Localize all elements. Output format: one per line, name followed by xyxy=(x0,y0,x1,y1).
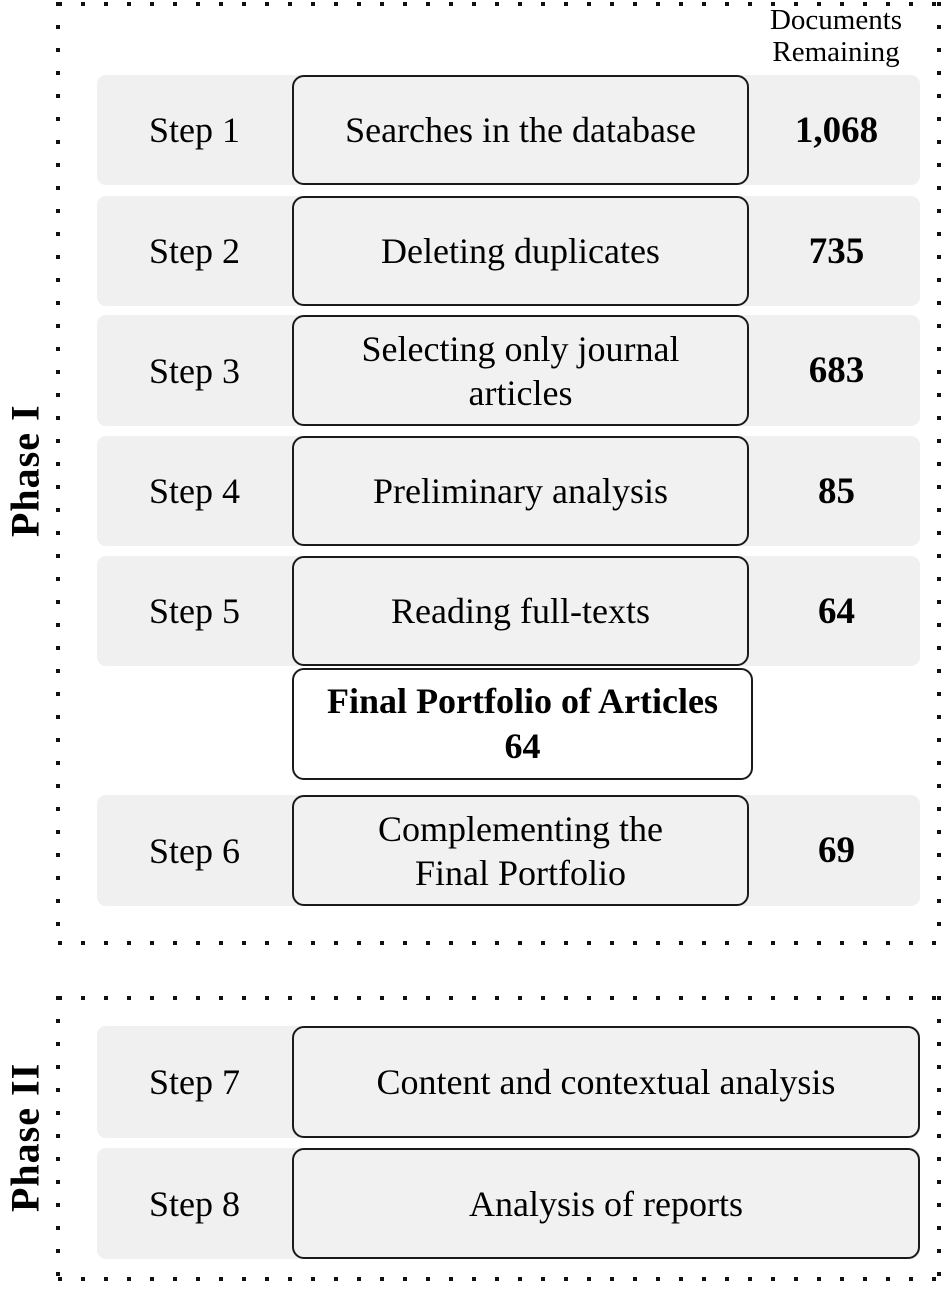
step6-row: Step 6 Complementing the Final Portfolio… xyxy=(97,795,920,906)
step1-box: Searches in the database xyxy=(292,75,749,185)
step6-label: Step 6 xyxy=(148,830,240,871)
step2-documents-remaining: 735 xyxy=(808,230,865,272)
final-portfolio-box: Final Portfolio of Articles 64 xyxy=(292,668,753,780)
step6-documents-remaining: 69 xyxy=(818,830,855,871)
step1-box-text: Searches in the database xyxy=(345,110,696,150)
step5-label: Step 5 xyxy=(148,591,240,631)
phase2-border-right xyxy=(937,996,941,1281)
phase2-border-bottom xyxy=(58,1277,941,1281)
step1-row: Step 1 Searches in the database 1,068 xyxy=(97,75,920,185)
phase1-border-bottom xyxy=(58,941,941,945)
step4-label: Step 4 xyxy=(148,471,240,511)
phase2-label: Phase II xyxy=(2,1062,48,1213)
step6-box-text-line1: Complementing the xyxy=(378,808,663,849)
documents-remaining-header: Documents Remaining xyxy=(750,4,922,68)
step8-label: Step 8 xyxy=(148,1183,240,1224)
step4-documents-remaining: 85 xyxy=(818,470,855,512)
step7-box-text: Content and contextual analysis xyxy=(376,1062,836,1102)
phase1-border-top xyxy=(58,2,941,6)
step3-documents-remaining: 683 xyxy=(808,350,865,391)
step2-row: Step 2 Deleting duplicates 735 xyxy=(97,196,920,306)
final-portfolio-count: 64 xyxy=(504,726,541,766)
step1-documents-remaining: 1,068 xyxy=(794,109,879,151)
step6-box: Complementing the Final Portfolio xyxy=(292,795,749,906)
step2-label: Step 2 xyxy=(148,231,240,271)
step1-label: Step 1 xyxy=(148,110,240,150)
phase2-border-left xyxy=(56,996,60,1281)
step5-box: Reading full-texts xyxy=(292,556,749,666)
documents-remaining-line2: Remaining xyxy=(772,36,900,68)
phase2-border-top xyxy=(58,996,941,1000)
step5-documents-remaining: 64 xyxy=(818,590,855,632)
step4-row: Step 4 Preliminary analysis 85 xyxy=(97,436,920,546)
step7-label: Step 7 xyxy=(148,1062,240,1102)
step4-box-text: Preliminary analysis xyxy=(373,471,668,511)
step3-box-text-line1: Selecting only journal xyxy=(361,328,680,369)
step8-box-text: Analysis of reports xyxy=(469,1183,743,1224)
documents-remaining-line1: Documents xyxy=(769,4,903,36)
phase1-label: Phase I xyxy=(2,404,48,538)
step4-box: Preliminary analysis xyxy=(292,436,749,546)
step3-box-text-line2: articles xyxy=(468,372,573,413)
step8-box: Analysis of reports xyxy=(292,1148,920,1259)
final-portfolio-text: Final Portfolio of Articles xyxy=(327,681,718,721)
step7-box: Content and contextual analysis xyxy=(292,1026,920,1138)
step3-row: Step 3 Selecting only journal articles 6… xyxy=(97,315,920,426)
step6-box-text-line2: Final Portfolio xyxy=(414,852,626,893)
step3-box: Selecting only journal articles xyxy=(292,315,749,426)
step8-row: Step 8 Analysis of reports xyxy=(97,1148,920,1259)
step3-label: Step 3 xyxy=(148,350,240,391)
step2-box: Deleting duplicates xyxy=(292,196,749,306)
phase1-border-right xyxy=(937,2,941,945)
phase1-border-left xyxy=(56,2,60,945)
step7-row: Step 7 Content and contextual analysis xyxy=(97,1026,920,1138)
step5-box-text: Reading full-texts xyxy=(391,591,650,631)
step5-row: Step 5 Reading full-texts 64 xyxy=(97,556,920,666)
step2-box-text: Deleting duplicates xyxy=(381,231,660,271)
